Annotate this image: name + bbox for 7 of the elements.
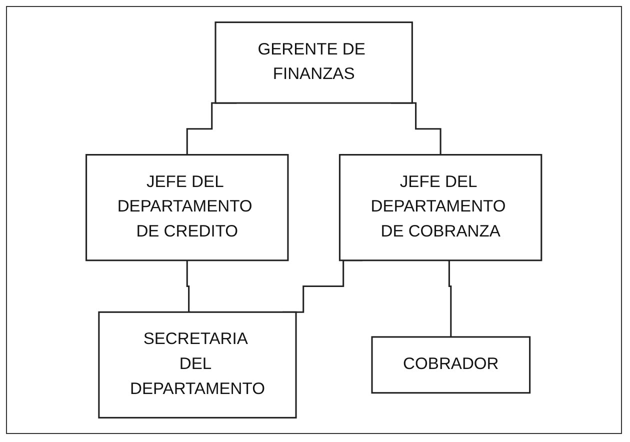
connector bbox=[186, 260, 191, 313]
node-box: GERENTE DE FINANZAS bbox=[214, 22, 414, 104]
node-box: COBRADOR bbox=[371, 336, 531, 394]
node-box: SECRETARIA DEL DEPARTAMENTO bbox=[98, 311, 297, 418]
node-box: JEFE DEL DEPARTAMENTO DE COBRANZA bbox=[339, 154, 542, 262]
connector bbox=[448, 260, 452, 338]
node-box: JEFE DEL DEPARTAMENTO DE CREDITO bbox=[86, 154, 289, 262]
